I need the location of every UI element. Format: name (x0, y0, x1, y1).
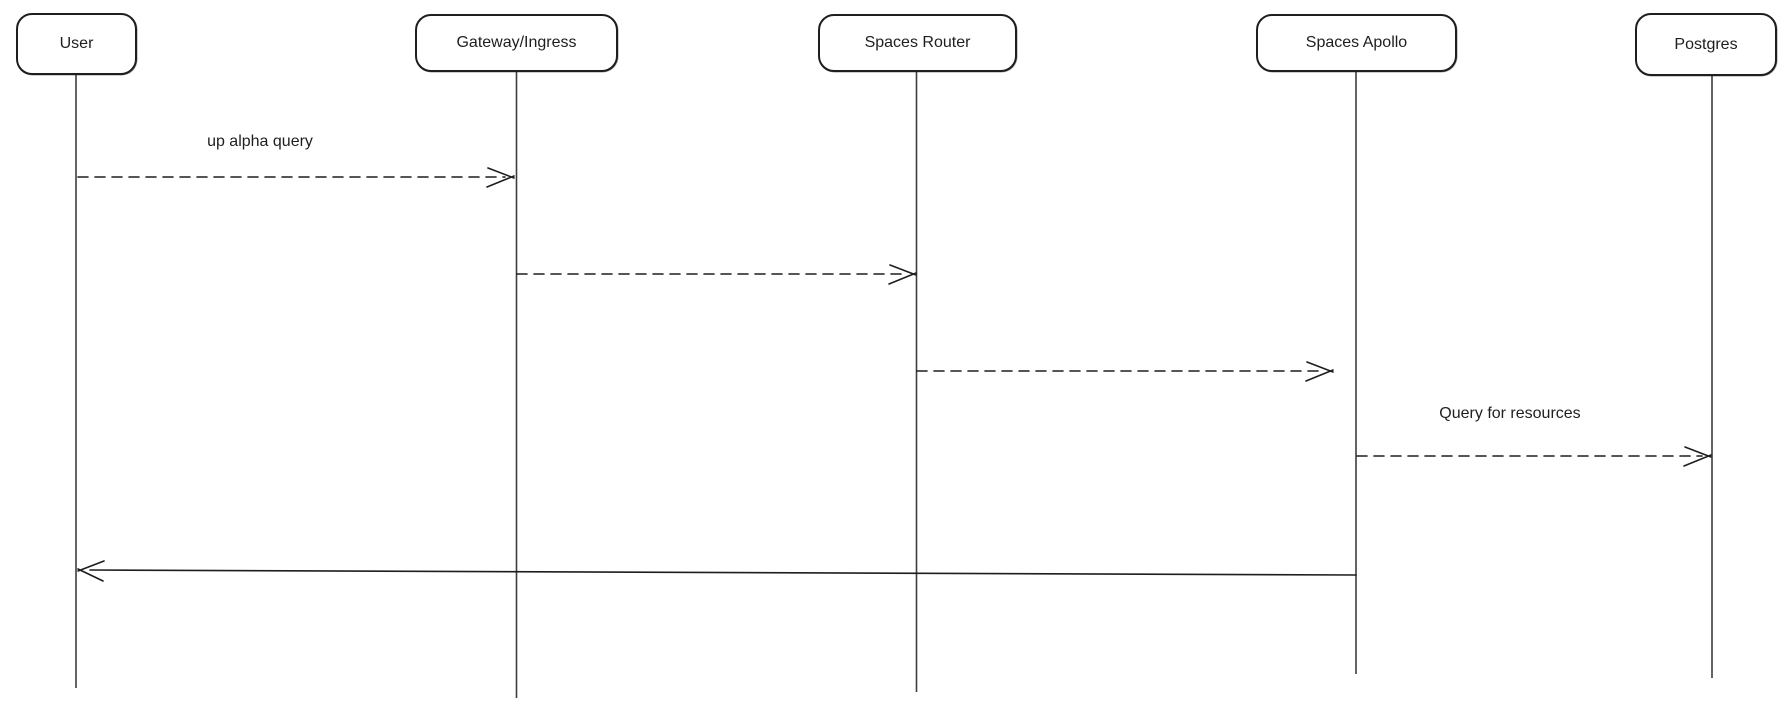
actor-box-user[interactable]: User (16, 13, 137, 75)
message-arrow-apollo-to-user-return[interactable] (77, 560, 1357, 582)
message-arrow-user-to-gateway[interactable] (77, 167, 515, 188)
actor-label: Spaces Apollo (1305, 34, 1408, 52)
message-arrow-gateway-to-router[interactable] (516, 264, 917, 285)
message-arrow-router-to-apollo[interactable] (916, 361, 1334, 382)
arrowhead-right-icon (486, 167, 515, 188)
arrowhead-right-icon (1305, 361, 1334, 382)
arrowhead-right-icon (888, 264, 917, 285)
message-label-query-for-resources[interactable]: Query for resources (1439, 405, 1581, 422)
message-line (89, 569, 1357, 576)
actor-label: Spaces Router (864, 34, 971, 52)
actor-box-postgres[interactable]: Postgres (1635, 13, 1777, 76)
message-label-up-alpha-query[interactable]: up alpha query (207, 133, 313, 150)
arrowhead-left-icon (77, 560, 105, 582)
actor-label: Gateway/Ingress (456, 34, 577, 52)
arrowhead-right-icon (1683, 446, 1712, 467)
actor-box-gateway-ingress[interactable]: Gateway/Ingress (415, 14, 618, 72)
actor-box-spaces-apollo[interactable]: Spaces Apollo (1256, 14, 1457, 72)
actor-box-spaces-router[interactable]: Spaces Router (818, 14, 1017, 72)
actor-label: User (59, 35, 94, 53)
actor-label: Postgres (1674, 35, 1738, 53)
message-arrow-apollo-to-postgres[interactable] (1356, 446, 1712, 467)
